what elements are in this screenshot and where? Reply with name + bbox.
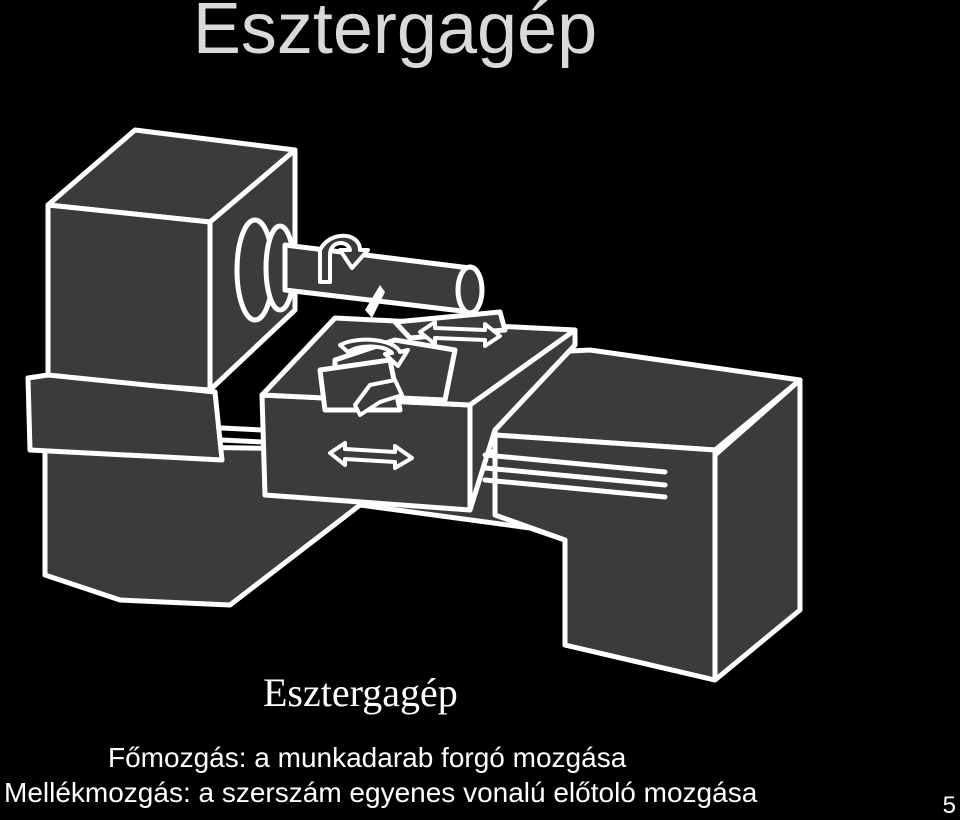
chip-shape [365,285,385,318]
rail-right-3 [482,477,668,500]
secondary-motion-text: Mellékmozgás: a szerszám egyenes vonalú … [4,777,758,808]
figure-caption: Esztergagép [263,670,458,715]
vertical-feed-arrow-icon [353,378,404,417]
left-rail-block [25,372,225,463]
cross-feed-arrow-icon [418,320,502,348]
rail-left-2 [219,437,265,445]
headstock-front [45,202,213,393]
main-motion-text: Főmozgás: a munkadarab forgó mozgása [108,742,627,773]
rotation-arrow-icon [318,233,370,284]
slide-title: Esztergagép [192,0,598,69]
tool-rotation-arrow-icon [338,337,410,368]
rail-right-1 [482,452,668,475]
horizontal-feed-arrow-icon [328,441,414,470]
page-number: 5 [942,792,956,819]
carriage-side [467,327,578,513]
rail-left-1 [219,425,265,433]
workpiece-end [455,264,485,316]
rail-right-2 [482,465,668,488]
